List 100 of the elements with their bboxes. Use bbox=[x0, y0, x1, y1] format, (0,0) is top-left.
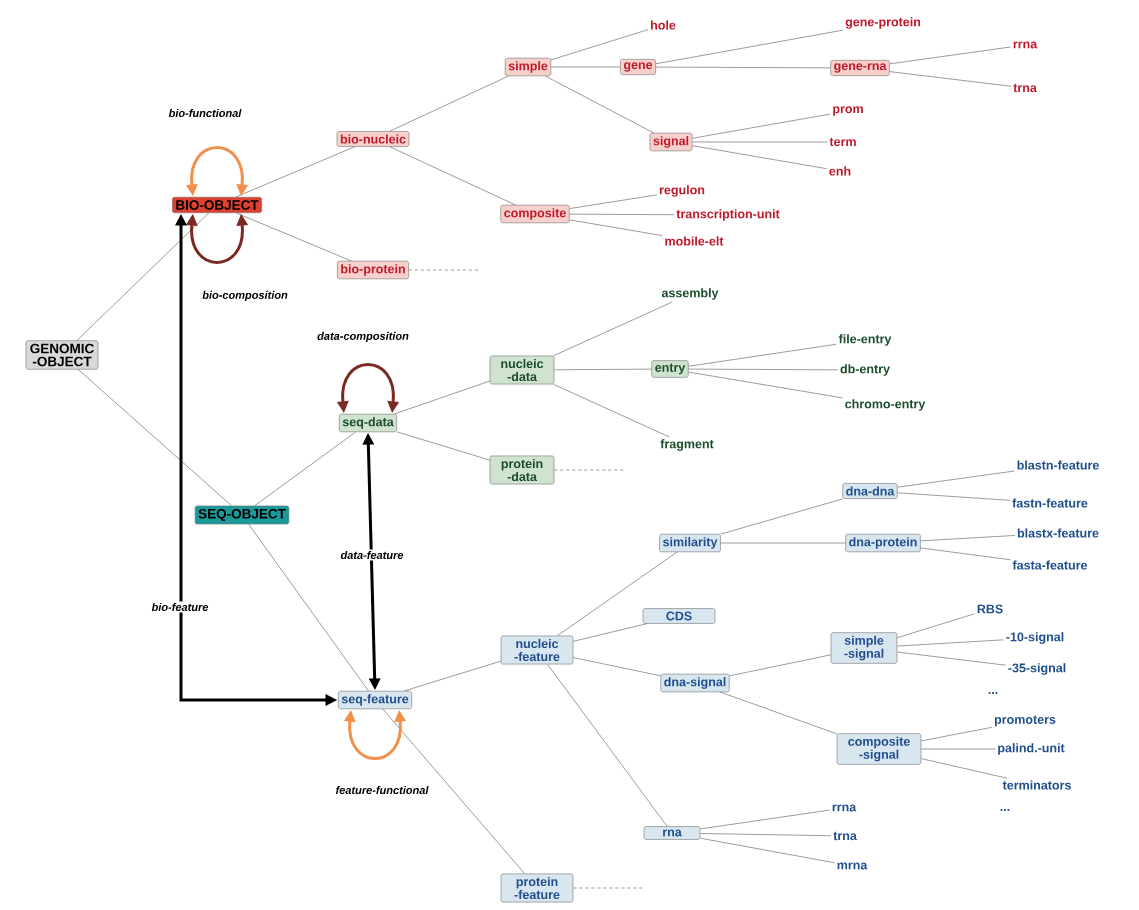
ellipsis-label: ... bbox=[988, 692, 998, 694]
class-box: dna-protein bbox=[845, 533, 921, 553]
leaf-label: chromo-entry bbox=[845, 399, 926, 411]
connector-line bbox=[720, 498, 843, 535]
connector-line bbox=[78, 369, 232, 506]
class-box: simple -signal bbox=[830, 632, 898, 664]
class-box: nucleic -feature bbox=[500, 635, 574, 665]
connector-line bbox=[921, 758, 1008, 779]
leaf-label: file-entry bbox=[838, 334, 892, 346]
connector-line bbox=[700, 837, 835, 864]
class-box: SEQ-OBJECT bbox=[194, 505, 290, 525]
connector-line bbox=[573, 623, 648, 642]
edge-label: data-composition bbox=[315, 330, 411, 344]
edge-label: bio-feature bbox=[150, 601, 210, 613]
ellipsis-label: ... bbox=[1000, 809, 1010, 811]
leaf-label: mrna bbox=[837, 862, 868, 870]
leaf-label: fragment bbox=[660, 439, 714, 451]
connector-line bbox=[76, 212, 209, 341]
connector-line bbox=[720, 691, 837, 735]
leaf-label: gene-protein bbox=[845, 17, 921, 29]
class-box: simple bbox=[504, 57, 552, 77]
class-box: composite bbox=[500, 204, 570, 224]
connector-line bbox=[889, 71, 1012, 87]
leaf-label: -35-signal bbox=[1008, 663, 1066, 675]
connector-line bbox=[897, 639, 1004, 647]
leaf-label: db-entry bbox=[840, 364, 890, 376]
connector-line bbox=[729, 654, 831, 677]
leaf-label: RBS bbox=[977, 604, 1003, 614]
connector-line bbox=[897, 492, 1011, 501]
connector-line bbox=[920, 535, 1016, 542]
edge-label: bio-composition bbox=[200, 289, 290, 303]
connector-line bbox=[569, 219, 663, 236]
connector-line bbox=[553, 301, 673, 356]
connector-line bbox=[700, 833, 832, 837]
connector-line bbox=[389, 75, 509, 132]
connector-line bbox=[573, 657, 661, 677]
dashed-line bbox=[572, 887, 644, 889]
leaf-label: blastn-feature bbox=[1017, 460, 1099, 470]
leaf-label: trna bbox=[833, 831, 857, 841]
connector-line bbox=[554, 368, 652, 371]
edge-label: data-feature bbox=[339, 549, 405, 561]
class-box: similarity bbox=[659, 533, 721, 553]
class-box: protein -data bbox=[489, 455, 555, 485]
leaf-label: rrna bbox=[1013, 41, 1038, 49]
leaf-label: hole bbox=[651, 20, 676, 30]
connector-line bbox=[545, 75, 654, 134]
connector-line bbox=[248, 524, 369, 692]
connector-line bbox=[547, 664, 668, 827]
dashed-line bbox=[553, 469, 625, 471]
leaf-label: blastx-feature bbox=[1017, 528, 1099, 538]
class-box: seq-feature bbox=[338, 690, 412, 710]
leaf-label: trna bbox=[1013, 83, 1037, 93]
connector-line bbox=[550, 29, 649, 61]
connector-line bbox=[404, 660, 501, 692]
connector-line bbox=[557, 551, 678, 636]
class-box: seq-data bbox=[339, 413, 397, 433]
class-box: composite -signal bbox=[836, 733, 922, 765]
connector-line bbox=[897, 651, 1006, 666]
class-box: gene-rna bbox=[830, 60, 890, 76]
connector-line bbox=[692, 113, 831, 139]
connector-line bbox=[920, 547, 1011, 561]
connector-line bbox=[236, 212, 352, 262]
connector-line bbox=[569, 213, 675, 215]
class-box: BIO-OBJECT bbox=[172, 196, 262, 214]
leaf-label: rrna bbox=[832, 804, 857, 812]
connector-line bbox=[394, 380, 490, 415]
class-box: protein -feature bbox=[500, 873, 574, 903]
leaf-label: regulon bbox=[659, 185, 705, 197]
leaf-label: transcription-unit bbox=[676, 209, 780, 221]
connector-line bbox=[254, 431, 356, 506]
connector-line bbox=[921, 748, 996, 750]
connector-line bbox=[553, 384, 670, 438]
leaf-label: term bbox=[829, 137, 856, 147]
connector-line bbox=[382, 708, 525, 874]
connector-line bbox=[897, 613, 975, 638]
dashed-line bbox=[408, 269, 480, 271]
edge-label: bio-functional bbox=[167, 107, 243, 119]
connector-line bbox=[700, 809, 830, 830]
class-box: entry bbox=[651, 360, 689, 378]
edge-label: feature-functional bbox=[334, 784, 430, 796]
connector-line bbox=[688, 343, 837, 367]
connector-line bbox=[921, 727, 993, 742]
class-box: signal bbox=[649, 132, 693, 152]
class-box: GENOMIC -OBJECT bbox=[25, 340, 99, 370]
connector-line bbox=[897, 470, 1015, 488]
connector-line bbox=[550, 66, 621, 68]
connector-line bbox=[655, 66, 831, 69]
leaf-label: enh bbox=[829, 166, 851, 176]
connector-line bbox=[692, 141, 828, 143]
leaf-label: mobile-elt bbox=[665, 236, 724, 246]
leaf-label: -10-signal bbox=[1006, 632, 1064, 644]
connector-line bbox=[655, 29, 844, 65]
leaf-label: prom bbox=[833, 106, 863, 116]
connector-line bbox=[889, 46, 1011, 65]
class-box: dna-dna bbox=[842, 483, 898, 499]
class-box: gene bbox=[620, 59, 656, 75]
leaf-label: assembly bbox=[661, 288, 719, 300]
connector-line bbox=[688, 368, 839, 371]
leaf-label: terminators bbox=[1002, 780, 1071, 790]
connector-line bbox=[235, 146, 355, 198]
